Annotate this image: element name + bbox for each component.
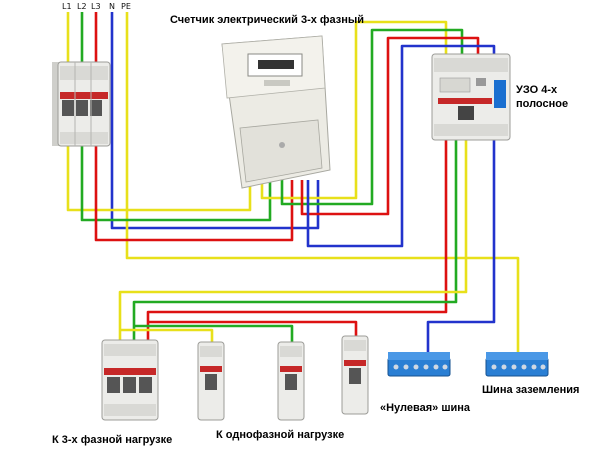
wire-l1-rcd-out — [118, 138, 468, 344]
load-breaker-single-2 — [277, 341, 305, 421]
load-breaker-3-pole — [101, 339, 159, 421]
neutral-bus-label: «Нулевая» шина — [380, 402, 471, 414]
wire-l3-breaker-meter — [94, 140, 294, 242]
electricity-meter — [221, 35, 331, 189]
wire-l2-meter-rcd — [280, 28, 464, 206]
terminal-l3-label: L3 — [91, 2, 101, 11]
terminal-l1-label: L1 — [62, 2, 72, 11]
main-breaker — [52, 61, 111, 147]
wire-l3-meter-rcd — [300, 36, 480, 216]
wire-l2-rcd-out — [132, 138, 458, 344]
terminal-l2-label: L2 — [77, 2, 87, 11]
wire-l1-meter-rcd — [260, 20, 448, 200]
ground-bus-label: Шина заземления — [482, 384, 580, 396]
wire-n-rcd-bus — [426, 138, 496, 362]
meter-label: Счетчик электрический 3-х фазный — [170, 14, 365, 26]
wire-l1-single-1 — [120, 328, 214, 346]
single-phase-load-label: К однофазной нагрузке — [216, 429, 345, 441]
wire-l3-rcd-out — [146, 138, 448, 344]
wire-l2-breaker-meter — [80, 140, 272, 222]
uzo-label-line2: полосное — [516, 98, 569, 110]
rcd-4-pole — [431, 53, 511, 141]
wire-l1-breaker-meter — [66, 140, 252, 212]
load-breaker-single-3 — [341, 335, 369, 415]
terminal-n-label: N — [109, 2, 115, 11]
wire-pe-in — [125, 12, 520, 362]
three-phase-load-label: К 3-х фазной нагрузке — [52, 434, 173, 446]
wires — [66, 12, 520, 362]
terminal-pe-label: PE — [121, 2, 131, 11]
wire-n-meter-rcd — [306, 44, 496, 248]
wire-l2-single-2 — [134, 324, 294, 346]
ground-bus-bar — [485, 352, 549, 377]
load-breaker-single-1 — [197, 341, 225, 421]
neutral-bus-bar — [387, 352, 451, 377]
wire-l3-single-3 — [148, 320, 358, 340]
uzo-label-line1: УЗО 4-х — [516, 84, 558, 96]
